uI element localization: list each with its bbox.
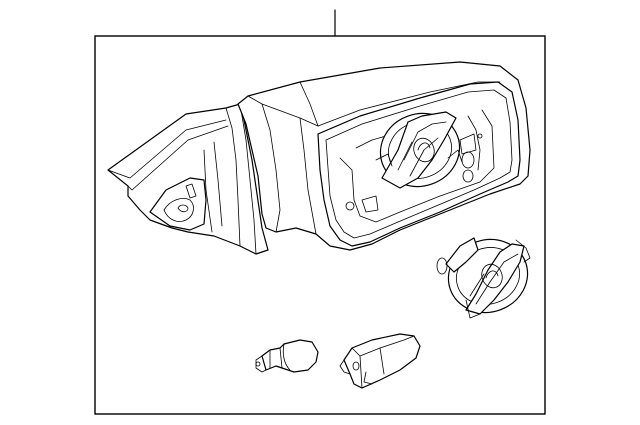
installed-socket — [375, 111, 463, 189]
lamp-lens — [339, 333, 421, 389]
diagram-frame — [94, 35, 546, 415]
socket-assembly — [436, 237, 531, 319]
mirror-housing-assembly — [107, 61, 531, 255]
bulb — [255, 339, 319, 373]
